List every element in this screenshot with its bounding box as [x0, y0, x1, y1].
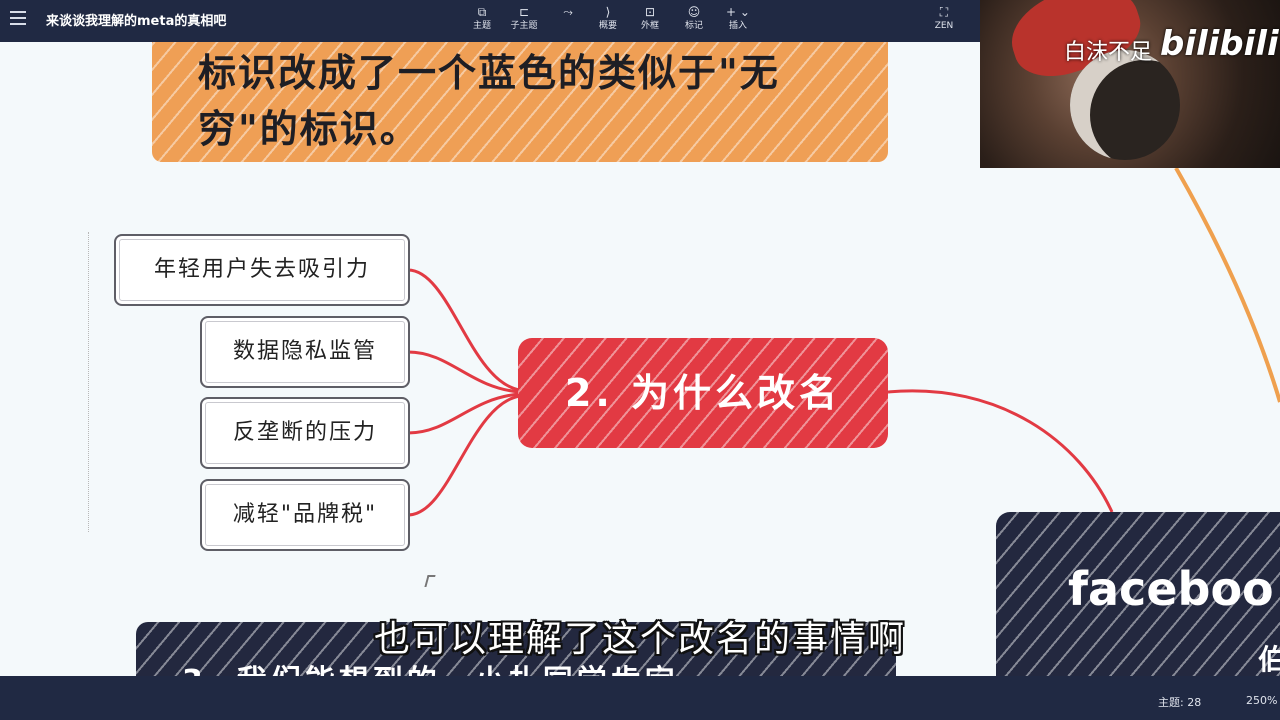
connector-root-orange	[1174, 167, 1280, 403]
zoom-level[interactable]: 250%	[1246, 694, 1278, 707]
toolbar-topic-button[interactable]: ⧉ 主题	[460, 4, 504, 38]
bottom-topic-card[interactable]: 3. 我们能想到的，小扎同学肯定	[136, 622, 896, 676]
subtopic-icon: ⊏	[518, 5, 530, 19]
topic-icon: ⧉	[477, 5, 487, 19]
toolbar-subtopic-button[interactable]: ⊏ 子主题	[502, 4, 546, 38]
connector-leaf-2	[407, 350, 521, 394]
leaf-topic-antitrust[interactable]: 反垄断的压力	[200, 397, 410, 469]
selection-bracket	[88, 232, 90, 532]
top-topic-card[interactable]: 标识改成了一个蓝色的类似于"无 穷"的标识。	[152, 42, 888, 162]
leaf-topic-data-privacy[interactable]: 数据隐私监管	[200, 316, 410, 388]
facebook-card-title: faceboo	[1068, 562, 1274, 616]
boundary-icon: ⊡	[644, 5, 656, 19]
toolbar-marker-button[interactable]: ☺ 标记	[672, 4, 716, 38]
toolbar-insert-button[interactable]: + ⌄ 插入	[716, 4, 760, 38]
toolbar-relation-button[interactable]: ⤳	[546, 4, 590, 38]
connector-leaf-4	[407, 394, 521, 517]
connector-center-to-facebook	[887, 389, 1114, 513]
facebook-card-fragment: 伯	[1258, 643, 1280, 676]
webcam-overlay-text: 白沫不足	[1064, 40, 1153, 65]
hamburger-menu-icon[interactable]	[10, 11, 26, 25]
video-subtitle: 也可以理解了这个改名的事情啊	[373, 619, 906, 660]
summary-icon: ⟩	[605, 5, 611, 19]
topic-count: 主题: 28	[1158, 696, 1202, 709]
center-topic-why-rename[interactable]: 2. 为什么改名	[518, 338, 888, 448]
webcam-face-shape	[1070, 50, 1180, 160]
webcam-overlay: 白沫不足 bilibili	[980, 0, 1280, 168]
marker-icon: ☺	[687, 5, 701, 19]
mindmap-canvas[interactable]: 标识改成了一个蓝色的类似于"无 穷"的标识。 年轻用户失去吸引力 数据隐私监管 …	[0, 42, 1280, 676]
toolbar-boundary-button[interactable]: ⊡ 外框	[628, 4, 672, 38]
connector-leaf-1	[407, 268, 521, 392]
connector-leaf-3	[407, 392, 521, 435]
bottom-card-text: 3. 我们能想到的，小扎同学肯定	[182, 656, 679, 676]
top-card-line-2: 穷"的标识。	[198, 107, 420, 151]
zen-icon: ⛶	[939, 5, 949, 19]
leaf-topic-brand-tax[interactable]: 减轻"品牌税"	[200, 479, 410, 551]
toolbar-summary-button[interactable]: ⟩ 概要	[586, 4, 630, 38]
bilibili-logo: bilibili	[1160, 24, 1279, 64]
insert-icon: + ⌄	[726, 5, 750, 19]
leaf-topic-young-users[interactable]: 年轻用户失去吸引力	[114, 234, 410, 306]
status-bar: 主题: 28 250%	[0, 676, 1280, 720]
relation-icon: ⤳	[563, 5, 573, 19]
document-title: 来谈谈我理解的meta的真相吧	[46, 14, 227, 29]
top-card-line-1: 标识改成了一个蓝色的类似于"无	[198, 51, 780, 95]
toolbar-zen-button[interactable]: ⛶ ZEN	[922, 4, 966, 38]
facebook-topic-card[interactable]: faceboo 伯	[996, 512, 1280, 676]
